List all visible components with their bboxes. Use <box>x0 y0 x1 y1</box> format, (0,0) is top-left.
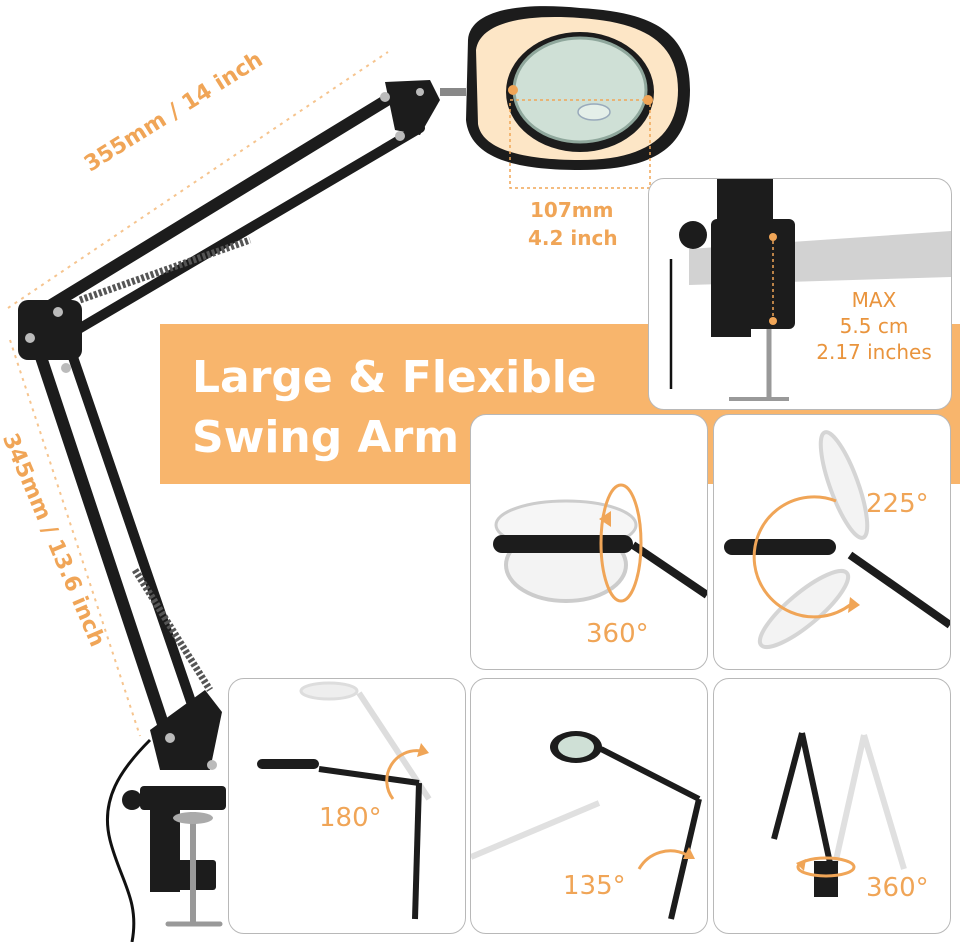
clamp-illustration <box>669 179 951 401</box>
lens-size-inch: 4.2 inch <box>528 226 618 250</box>
clamp-max-label: MAX 5.5 cm 2.17 inches <box>799 287 949 365</box>
lower-arm-dimension-line <box>9 339 141 737</box>
lower-arm-spring <box>132 568 213 692</box>
base-joint <box>150 690 222 770</box>
head-rotate-angle: 360° <box>586 619 649 649</box>
lens-size-mm: 107mm <box>530 198 614 222</box>
head-tilt-panel: 225° <box>713 414 951 670</box>
elbow-joint <box>18 300 82 360</box>
head-rotate-panel: 360° <box>470 414 708 670</box>
arm-bend-angle: 135° <box>563 871 626 901</box>
arm-bend-illustration <box>471 731 702 920</box>
banner-title-line-1: Large & Flexible <box>192 352 597 403</box>
clamp-inch-text: 2.17 inches <box>816 340 932 364</box>
head-tilt-illustration <box>724 430 950 650</box>
clamp-max-text: MAX <box>851 288 897 312</box>
arm-bend-panel: 135° <box>470 678 708 934</box>
base-rotate-angle: 360° <box>866 873 929 903</box>
magnifier-lens <box>512 36 648 144</box>
head-joint <box>385 80 440 135</box>
upper-arm-spring <box>78 236 252 304</box>
desk-clamp <box>140 786 226 810</box>
arm-swing-illustration <box>257 681 432 920</box>
base-rotate-panel: 360° <box>713 678 951 934</box>
clamp-panel: MAX 5.5 cm 2.17 inches <box>648 178 952 410</box>
arm-swing-panel: 180° <box>228 678 466 934</box>
head-tilt-angle: 225° <box>866 489 929 519</box>
head-rotate-illustration <box>493 483 707 603</box>
clamp-cm-text: 5.5 cm <box>839 314 909 338</box>
clamp-screw <box>190 812 196 922</box>
power-cable <box>105 738 152 942</box>
arm-swing-angle: 180° <box>319 803 382 833</box>
base-rotate-illustration <box>771 732 907 897</box>
banner-title-line-2: Swing Arm <box>192 412 460 463</box>
